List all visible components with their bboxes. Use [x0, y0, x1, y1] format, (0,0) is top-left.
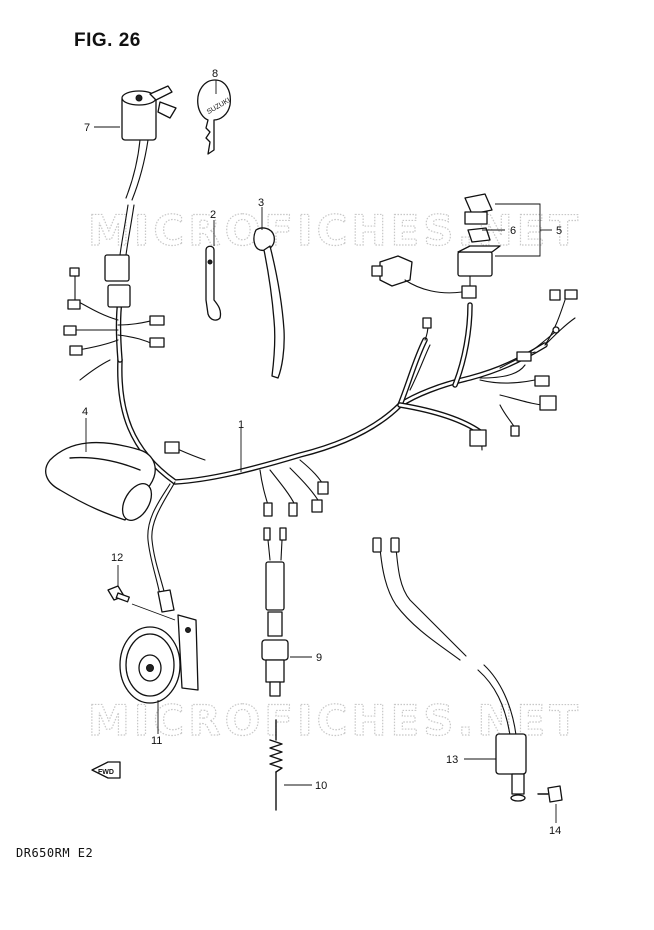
callout-4: 4: [82, 406, 88, 418]
connector-right-7: [469, 429, 487, 447]
spring-part-10: [269, 719, 283, 811]
connector-left-1: [67, 299, 81, 310]
connector-center-3: [311, 499, 323, 513]
forward-arrow-icon: FWD: [91, 761, 121, 779]
connector-right-2: [564, 289, 578, 300]
switch-part-9: [261, 527, 289, 697]
clamp-band-part-3: [253, 227, 285, 379]
relay-group: [371, 193, 501, 299]
bolt-part-12: [107, 585, 130, 603]
figure-title: FIG. 26: [74, 30, 141, 51]
watermark-top: MICROFICHES.NET: [88, 206, 582, 255]
connector-left-2: [63, 325, 77, 336]
main-connector-upper: [104, 254, 130, 282]
main-wiring-harness: [115, 297, 548, 485]
side-stand-switch-part-13: [495, 733, 527, 802]
fwd-label: FWD: [98, 769, 114, 776]
callout-1: 1: [238, 419, 244, 431]
ignition-switch: [119, 85, 177, 256]
connector-center-2: [288, 502, 298, 517]
callout-14: 14: [549, 825, 561, 837]
ignition-key: SUZUKI: [197, 79, 232, 155]
horn-lead-wire: [147, 481, 176, 613]
callout-12: 12: [111, 552, 123, 564]
connector-left-5: [149, 337, 165, 348]
connector-right-5: [516, 351, 532, 362]
callout-13: 13: [446, 754, 458, 766]
horn: [119, 614, 199, 704]
callout-7: 7: [84, 122, 90, 134]
callout-3: 3: [258, 197, 264, 209]
callout-6: 6: [510, 225, 516, 237]
protective-sleeve-part-4: [45, 442, 156, 521]
callout-9: 9: [316, 652, 322, 664]
callout-8: 8: [212, 68, 218, 80]
connector-center-4: [317, 481, 329, 495]
connector-right-3: [552, 326, 560, 334]
connector-right-9: [422, 317, 432, 329]
callout-2: 2: [210, 209, 216, 221]
connector-right-6: [539, 395, 557, 411]
callout-10: 10: [315, 780, 327, 792]
left-branch-wires: [63, 254, 165, 381]
connector-right-8: [510, 425, 520, 437]
model-code: DR650RM E2: [16, 846, 94, 860]
connector-center-1: [263, 502, 273, 517]
connector-left-6: [69, 267, 80, 277]
connector-right-4: [534, 375, 550, 387]
clamp-part-2: [205, 245, 222, 321]
center-branch-wires: [164, 441, 329, 517]
callout-5: 5: [556, 225, 562, 237]
callout-11: 11: [151, 735, 162, 747]
connector-left-4: [149, 315, 165, 326]
main-connector-lower: [107, 284, 131, 308]
connector-left-3: [69, 345, 83, 356]
screw-part-14: [537, 785, 563, 803]
connector-right-1: [549, 289, 561, 301]
right-branch-wires: [409, 289, 578, 451]
side-stand-switch-lead: [372, 537, 517, 736]
callout-leaders: [85, 80, 557, 823]
connector-center-5: [164, 441, 180, 454]
